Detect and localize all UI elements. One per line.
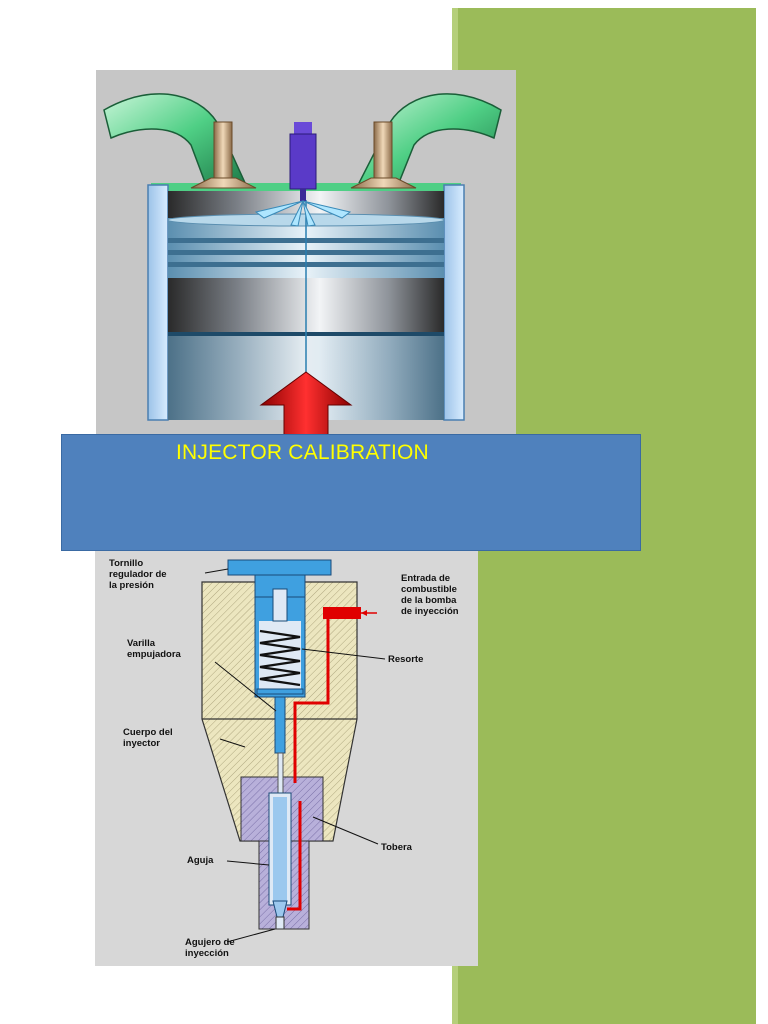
document-title: INJECTOR CALIBRATION <box>176 441 429 464</box>
engine-cylinder-illustration <box>96 70 516 435</box>
label-tornillo-2: regulador de <box>109 569 167 580</box>
label-aguja: Aguja <box>187 855 214 866</box>
injector-diagram-drawing: Tornillo regulador de la presión Entrada… <box>109 558 459 959</box>
label-tobera: Tobera <box>381 842 413 853</box>
engine-cylinder-drawing <box>103 93 502 435</box>
label-agujero-1: Agujero de <box>185 937 235 948</box>
label-varilla-1: Varilla <box>127 638 156 649</box>
label-cuerpo-2: inyector <box>123 738 160 749</box>
label-entrada-4: de inyección <box>401 606 459 617</box>
label-agujero-2: inyección <box>185 948 229 959</box>
injector-diagram: Tornillo regulador de la presión Entrada… <box>95 551 478 966</box>
title-box: INJECTOR CALIBRATION <box>61 434 641 551</box>
label-entrada-2: combustible <box>401 584 457 595</box>
label-entrada-1: Entrada de <box>401 573 450 584</box>
label-cuerpo-1: Cuerpo del <box>123 727 173 738</box>
label-resorte: Resorte <box>388 654 423 665</box>
label-entrada-3: de la bomba <box>401 595 457 606</box>
label-tornillo-1: Tornillo <box>109 558 143 569</box>
label-varilla-2: empujadora <box>127 649 182 660</box>
label-tornillo-3: la presión <box>109 580 154 591</box>
